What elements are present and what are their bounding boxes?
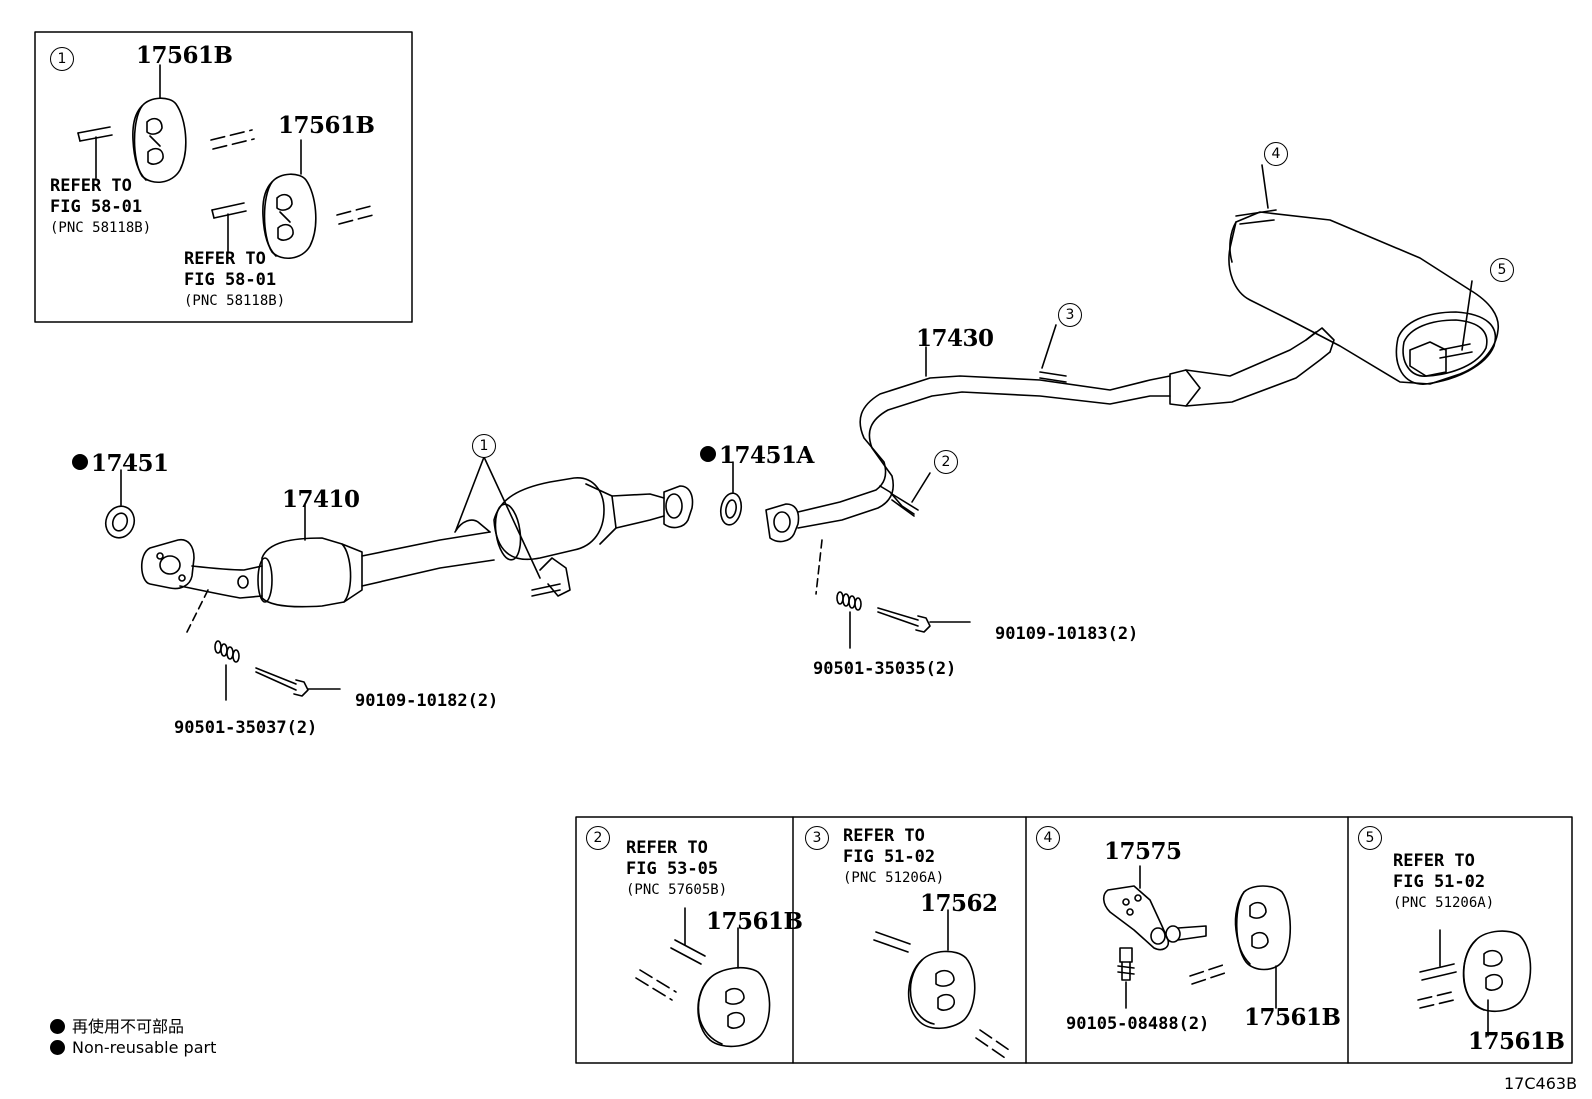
panel-3-refer-note: REFER TO FIG 51-02 (PNC 51206A) (843, 826, 944, 889)
refer-fig: FIG 51-02 (1393, 872, 1486, 892)
panel-3-number: 3 (805, 826, 829, 850)
refer-pnc: (PNC 51206A) (1393, 895, 1495, 911)
part-label-17561b-inset-a: 17561B (136, 42, 233, 69)
inset-callout-number: 1 (50, 47, 74, 71)
refer-fig: FIG 58-01 (50, 197, 143, 217)
refer-note-inset-a: REFER TO FIG 58-01 (PNC 58118B) (50, 176, 151, 239)
refer-line: REFER TO (626, 838, 708, 858)
panel-5-refer-note: REFER TO FIG 51-02 (PNC 51206A) (1393, 851, 1494, 914)
refer-fig: FIG 51-02 (843, 847, 936, 867)
legend-en-text: Non-reusable part (72, 1038, 217, 1057)
refer-fig: FIG 53-05 (626, 859, 719, 879)
refer-fig: FIG 58-01 (184, 270, 277, 290)
refer-line: REFER TO (50, 176, 132, 196)
part-number-text: 17451A (719, 442, 814, 469)
panel-3-part-label: 17562 (920, 890, 998, 917)
non-reusable-dot-icon (50, 1040, 65, 1055)
refer-line: REFER TO (1393, 851, 1475, 871)
non-reusable-dot-icon (72, 454, 88, 470)
panel-5-number: 5 (1358, 826, 1382, 850)
legend-jp-text: 再使用不可部品 (72, 1017, 185, 1036)
panel-4-bracket-label: 17575 (1104, 838, 1182, 865)
part-label-17410: 17410 (282, 486, 360, 513)
callout-2-main: 2 (934, 450, 958, 474)
refer-line: REFER TO (184, 249, 266, 269)
figure-code: 17C463B (1504, 1074, 1578, 1093)
part-label-17451a: 17451A (700, 444, 814, 467)
callout-1-main: 1 (472, 434, 496, 458)
part-label-90109-10183: 90109-10183(2) (995, 624, 1139, 644)
panel-4-part-label: 17561B (1244, 1004, 1341, 1031)
panel-5-part-label: 17561B (1468, 1028, 1565, 1055)
legend-en: Non-reusable part (50, 1038, 216, 1057)
panel-2-refer-note: REFER TO FIG 53-05 (PNC 57605B) (626, 838, 727, 901)
part-label-17561b-inset-b: 17561B (278, 112, 375, 139)
callout-3-main: 3 (1058, 303, 1082, 327)
refer-line: REFER TO (843, 826, 925, 846)
part-number-text: 17451 (91, 450, 169, 477)
refer-pnc: (PNC 51206A) (843, 870, 945, 886)
part-label-17451: 17451 (72, 452, 169, 475)
non-reusable-dot-icon (700, 446, 716, 462)
refer-note-inset-b: REFER TO FIG 58-01 (PNC 58118B) (184, 249, 285, 312)
hanger-17561b-inset-b (262, 139, 317, 259)
panel-4-number: 4 (1036, 826, 1060, 850)
panel-2-part-label: 17561B (706, 908, 803, 935)
part-label-90501-35037: 90501-35037(2) (174, 718, 318, 738)
part-label-90501-35035: 90501-35035(2) (813, 659, 957, 679)
callout-4-main: 4 (1264, 142, 1288, 166)
hanger-17561b-inset-a (132, 64, 187, 183)
part-label-17430: 17430 (916, 325, 994, 352)
panel-2-number: 2 (586, 826, 610, 850)
callout-5-main: 5 (1490, 258, 1514, 282)
legend-jp: 再使用不可部品 (50, 1013, 184, 1037)
refer-pnc: (PNC 58118B) (184, 293, 286, 309)
part-label-90109-10182: 90109-10182(2) (355, 691, 499, 711)
refer-pnc: (PNC 58118B) (50, 220, 152, 236)
refer-pnc: (PNC 57605B) (626, 882, 728, 898)
non-reusable-dot-icon (50, 1019, 65, 1034)
panel-4-bolt-label: 90105-08488(2) (1066, 1014, 1210, 1034)
